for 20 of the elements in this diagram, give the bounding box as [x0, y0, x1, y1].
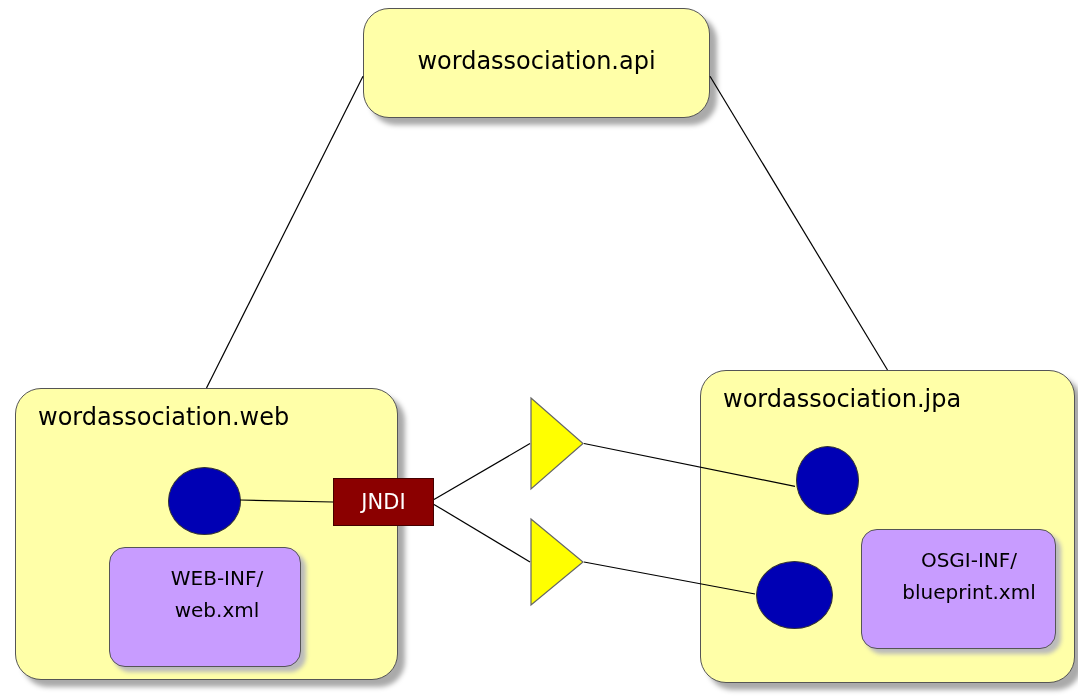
connector-line	[709, 75, 889, 371]
file-box	[861, 529, 1056, 649]
component-box	[363, 8, 710, 118]
connector-line	[433, 442, 531, 501]
connector-line	[583, 561, 756, 595]
node-label: WEB-INF/ web.xml	[169, 565, 265, 624]
connector-line	[433, 503, 531, 563]
node-label: wordassociation.web	[37, 403, 291, 431]
triangle-node	[530, 518, 584, 606]
label-box	[333, 478, 434, 526]
node-label: wordassociation.api	[416, 47, 657, 75]
node-label: JNDI	[361, 490, 406, 514]
file-box	[109, 547, 301, 667]
node-label: OSGI-INF/ blueprint.xml	[901, 547, 1037, 606]
triangle-node	[530, 397, 584, 490]
connector-line	[239, 499, 334, 503]
node-label: wordassociation.jpa	[722, 385, 963, 413]
connector-line	[583, 442, 796, 487]
connector-line	[205, 75, 364, 389]
component-box	[700, 370, 1075, 683]
